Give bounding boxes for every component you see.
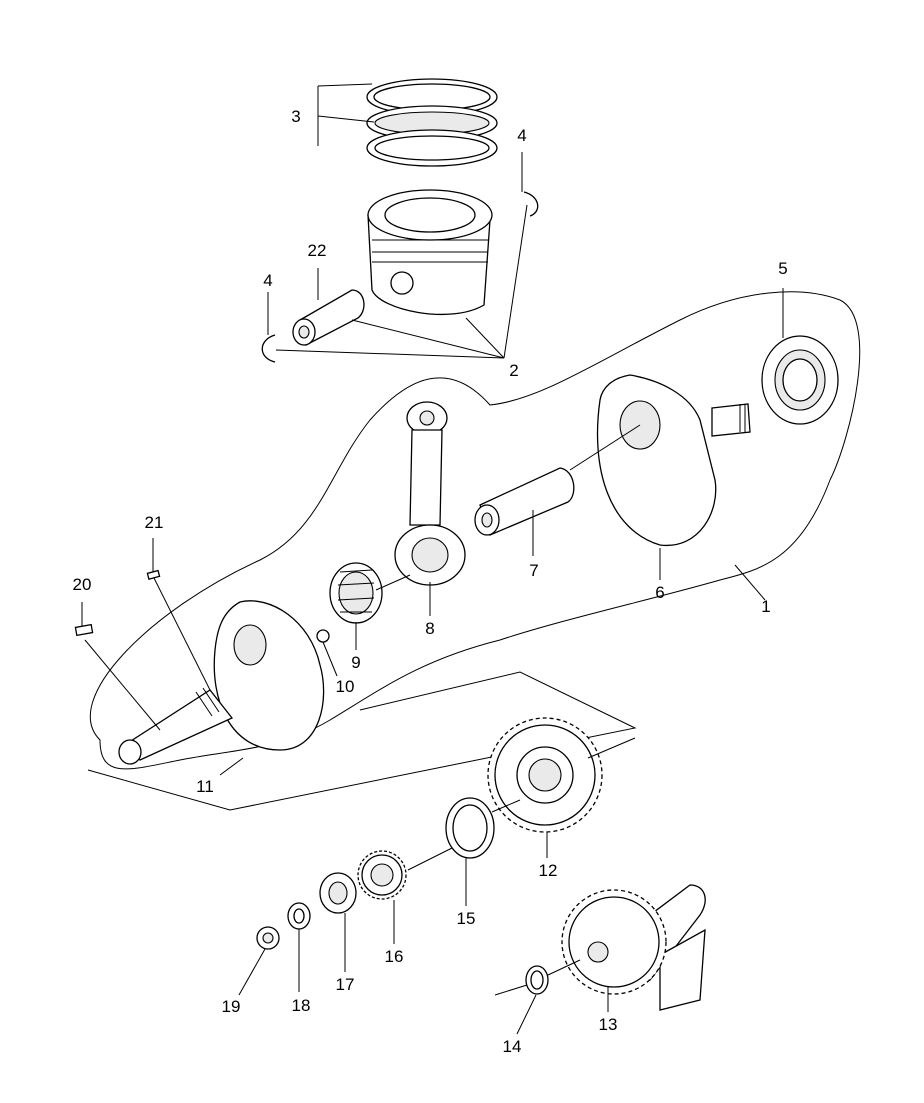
callout-4-left: 4 [263,271,272,290]
axis-lines [84,204,641,996]
bearing [761,335,839,425]
callout-6: 6 [655,583,664,602]
callout-21: 21 [145,513,164,532]
crank-web-right [596,374,751,546]
callout-13: 13 [599,1015,618,1034]
callout-20: 20 [73,575,92,594]
callout-3: 3 [291,107,300,126]
washer [287,902,311,930]
callout-11: 11 [196,777,214,796]
callout-10: 10 [336,677,355,696]
circlip-left [261,334,276,363]
piston-rings [366,78,498,167]
callout-16: 16 [385,947,404,966]
collar [319,872,357,914]
callout-22: 22 [308,241,327,260]
balancer-gear [561,884,706,1011]
circlip-right [523,191,539,217]
crank-web-left [118,600,325,765]
piston [367,189,493,316]
callout-17: 17 [336,975,355,994]
callout-18: 18 [292,996,311,1015]
crank-pin [474,467,575,536]
callout-1: 1 [761,597,770,616]
needle-bearing [329,562,383,624]
callout-2: 2 [509,361,518,380]
key-large [74,623,94,637]
connecting-rod [394,401,466,586]
small-pin [316,629,330,643]
thrust-washer [445,797,495,859]
callout-15: 15 [457,909,476,928]
callout-12: 12 [539,861,558,880]
gear-assembly-outline [87,671,637,811]
drive-gear [487,717,603,833]
assembly-outline [89,291,861,770]
nut [256,926,280,950]
leader-lines [81,83,784,1035]
piston-pin [292,289,365,346]
callout-4-right: 4 [517,126,526,145]
timing-sprocket [357,850,407,900]
callout-19: 19 [222,997,241,1016]
callout-7: 7 [529,561,538,580]
callout-8: 8 [425,619,434,638]
callout-9: 9 [351,653,360,672]
callout-14: 14 [503,1037,522,1056]
callout-labels: 1 2 3 4 4 5 6 7 8 9 10 11 12 13 14 15 16… [73,107,788,1056]
shaft-washer [525,965,549,995]
callout-5: 5 [778,259,787,278]
